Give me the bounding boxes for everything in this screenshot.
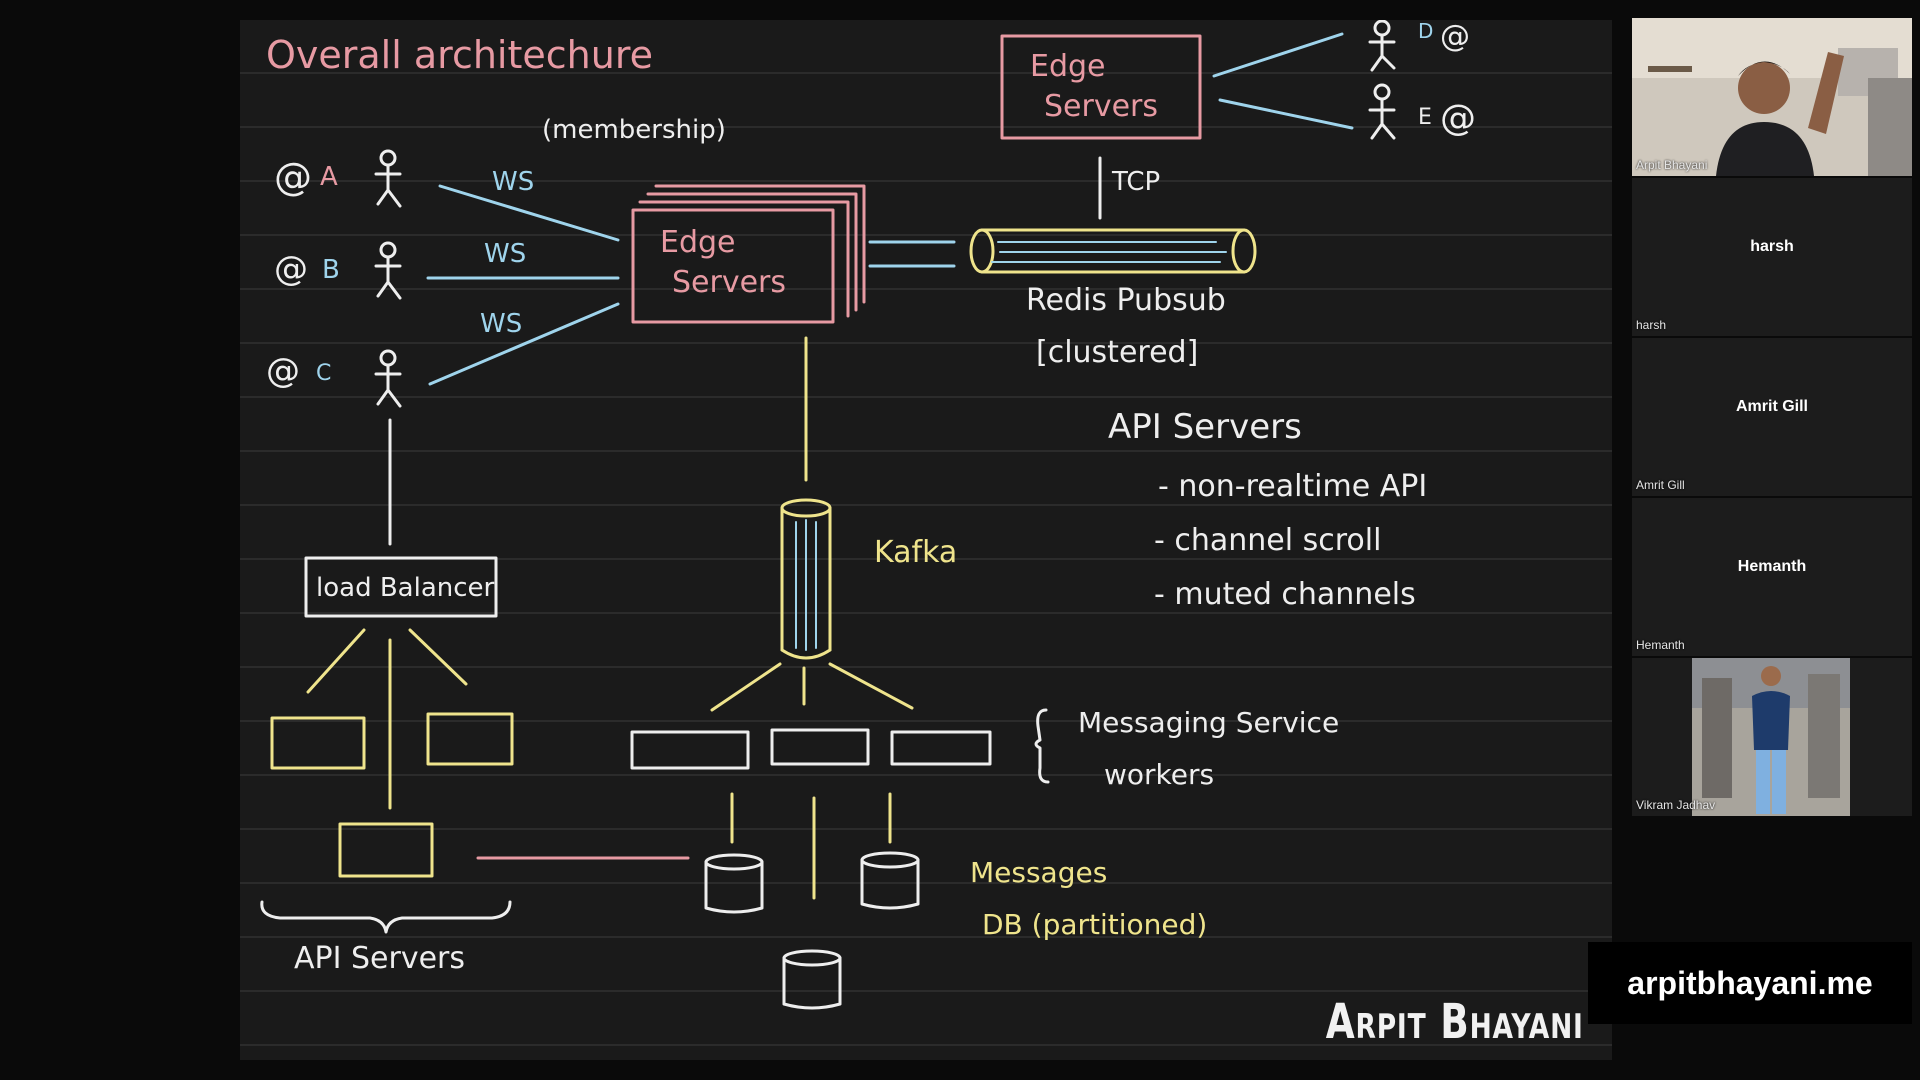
whiteboard: Overall architechure (membership) @ A @ … (240, 20, 1612, 1060)
redis-clustered-label: [clustered] (1036, 335, 1198, 370)
redis-label: Redis Pubsub (1026, 283, 1226, 318)
user-c-handle: @ (266, 351, 300, 391)
user-b-figure (374, 241, 402, 300)
kafka-label: Kafka (874, 535, 957, 570)
api-server-boxes (270, 712, 514, 878)
load-balancer-box (304, 556, 498, 618)
db-cylinders (704, 851, 920, 1010)
user-a-label: A (320, 162, 338, 192)
messages-db-line1: Messages (970, 856, 1107, 889)
tcp-label: TCP (1111, 167, 1160, 197)
edge-redis-connector (868, 240, 956, 268)
participant-name: Hemanth (1737, 558, 1807, 575)
ws-label-b: WS (484, 239, 526, 269)
kafka-fanout (710, 662, 914, 712)
ws-label-c: WS (480, 309, 522, 339)
user-e-figure (1368, 83, 1396, 140)
participant-label: Amrit Gill (1636, 478, 1685, 492)
redis-pipe (969, 228, 1257, 274)
user-b-label: B (322, 255, 340, 285)
participant-label: Hemanth (1636, 638, 1685, 652)
redis-pipe-fill (991, 241, 1227, 263)
worker-db-connectors (730, 792, 892, 900)
participant-tile-arpit[interactable]: Arpit Bhayani (1632, 18, 1912, 176)
participant-name: harsh (1750, 238, 1794, 255)
user-c-label: C (316, 361, 331, 386)
top-edge-servers-line1: Edge (1030, 49, 1106, 84)
edge-servers-line1: Edge (660, 225, 736, 260)
messaging-workers-line2: workers (1104, 758, 1214, 791)
api-point-1: - non-realtime API (1158, 469, 1427, 504)
user-b-handle: @ (274, 249, 308, 289)
top-edge-servers-line2: Servers (1044, 89, 1158, 124)
ws-connections (426, 184, 620, 386)
kafka-partitions (795, 519, 817, 651)
website-badge: arpitbhayani.me (1588, 942, 1912, 1024)
architecture-diagram: Overall architechure (membership) @ A @ … (260, 20, 1476, 1010)
participants-panel: Arpit Bhayani harsh harsh Amrit Gill Amr… (1632, 18, 1912, 818)
user-d-label: D (1418, 20, 1433, 43)
participant-label: Arpit Bhayani (1636, 158, 1708, 172)
api-point-2: - channel scroll (1154, 523, 1381, 558)
user-a-handle: @ (274, 155, 312, 199)
messages-db-line2: DB (partitioned) (982, 908, 1207, 941)
participant-label: Vikram Jadhav (1636, 798, 1716, 812)
lb-api-connectors (306, 628, 468, 810)
user-e-handle: @ (1440, 98, 1476, 139)
brand-wordmark: Arpit Bhayani (1326, 994, 1584, 1050)
participant-video (1632, 658, 1912, 816)
user-c-figure (374, 349, 402, 408)
participant-tile-amrit[interactable]: Amrit Gill Amrit Gill (1632, 338, 1912, 496)
participant-tile-hemanth[interactable]: Hemanth Hemanth (1632, 498, 1912, 656)
load-balancer-label: load Balancer (316, 573, 495, 603)
top-edge-servers-box (1000, 34, 1202, 140)
diagram-title: Overall architechure (266, 33, 653, 77)
edge-servers-box (631, 184, 866, 324)
participant-label: harsh (1636, 318, 1667, 332)
top-edge-connections (1212, 32, 1354, 130)
workers-brace (1034, 708, 1050, 784)
participant-tile-harsh[interactable]: harsh harsh (1632, 178, 1912, 336)
ws-label-a: WS (492, 167, 534, 197)
api-servers-brace (260, 900, 512, 934)
messaging-workers-line1: Messaging Service (1078, 706, 1339, 739)
user-d-figure (1368, 20, 1396, 72)
user-a-figure (374, 149, 402, 208)
kafka-cylinder (780, 498, 832, 660)
participant-video (1632, 18, 1912, 176)
api-heading: API Servers (1108, 407, 1302, 447)
api-point-3: - muted channels (1154, 577, 1416, 612)
membership-label: (membership) (542, 115, 726, 145)
participant-tile-vikram[interactable]: Vikram Jadhav (1632, 658, 1912, 816)
participant-name: Amrit Gill (1735, 398, 1808, 415)
edge-servers-line2: Servers (672, 265, 786, 300)
user-e-label: E (1418, 105, 1432, 130)
worker-boxes (630, 728, 992, 770)
api-servers-label: API Servers (294, 941, 465, 976)
user-d-handle: @ (1440, 20, 1470, 54)
